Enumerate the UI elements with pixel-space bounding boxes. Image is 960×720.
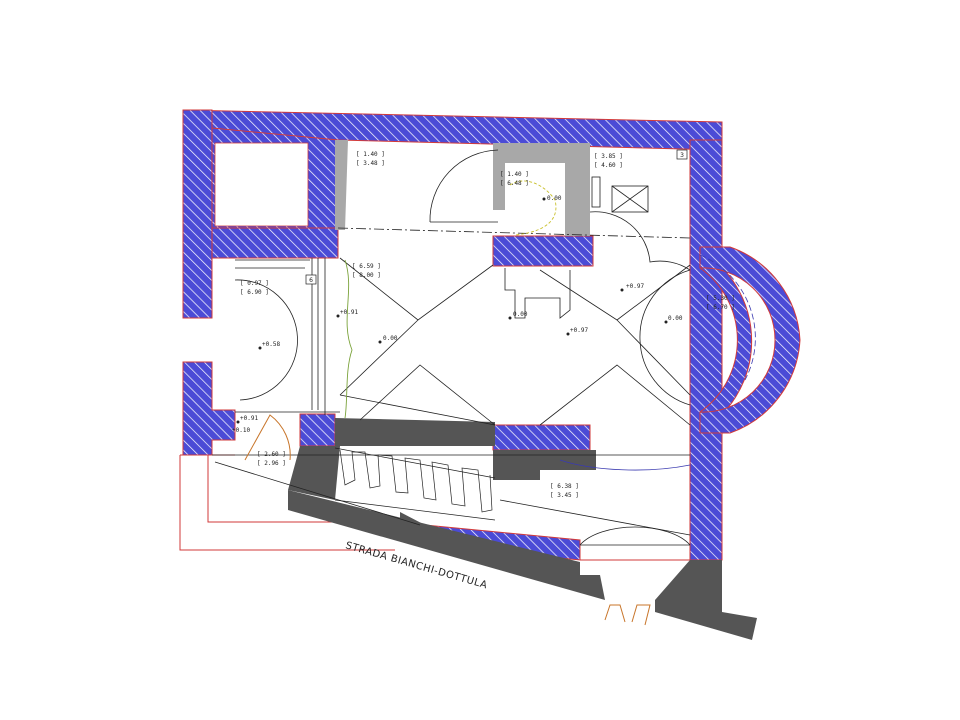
dim-label: [ 6.48 ] — [500, 180, 529, 187]
room-tag: 3 — [680, 152, 684, 159]
dimension-labels: [ 1.40 ] [ 3.48 ] [ 1.40 ] [ 6.48 ] [ 3.… — [240, 151, 735, 499]
level-marker: 0.00 — [542, 195, 562, 202]
level-marker: 0.00 — [664, 315, 683, 324]
svg-text:+0.91: +0.91 — [240, 415, 258, 422]
dim-label: [ 5.30 ] — [706, 295, 735, 302]
svg-text:+0.97: +0.97 — [626, 283, 644, 290]
dim-label: [ 6.38 ] — [550, 483, 579, 490]
interior-lines — [212, 149, 756, 546]
dim-label: [ 6.59 ] — [352, 263, 381, 270]
dim-label: [ 1.40 ] — [356, 151, 385, 158]
room-tags: 3 6 — [305, 149, 688, 285]
svg-text:+0.58: +0.58 — [262, 341, 280, 348]
level-marker: +0.91 — [336, 309, 358, 318]
dim-label: [ 2.96 ] — [257, 460, 286, 467]
dim-label: [ 3.45 ] — [550, 492, 579, 499]
level-marker: 0.00 — [508, 311, 528, 320]
svg-text:0.00: 0.00 — [668, 315, 683, 322]
level-marker: +0.10 — [232, 427, 250, 434]
level-marker: +0.58 — [258, 341, 280, 350]
solid-walls — [288, 418, 757, 640]
hatched-walls — [182, 109, 801, 561]
dim-label: [ 4.60 ] — [594, 162, 623, 169]
dim-label: [ 3.48 ] — [356, 160, 385, 167]
svg-text:0.00: 0.00 — [513, 311, 528, 318]
level-marker: 0.00 — [378, 335, 398, 344]
svg-text:+0.97: +0.97 — [570, 327, 588, 334]
door-arcs — [244, 414, 651, 626]
dim-label: [ 0.97 ] — [240, 280, 269, 287]
dim-label: [ 8.00 ] — [352, 272, 381, 279]
level-markers: 0.00 +0.97 0.00 +0.91 0.00 0.00 +0.97 +0… — [232, 195, 683, 434]
level-marker: +0.97 — [620, 283, 644, 292]
level-marker: +0.91 — [236, 415, 258, 424]
level-marker: +0.97 — [566, 327, 588, 336]
light-walls — [335, 140, 590, 236]
svg-text:+0.10: +0.10 — [232, 427, 250, 434]
curve-lines — [344, 180, 557, 419]
dim-label: [ 6.90 ] — [240, 289, 269, 296]
dim-label: [ 1.40 ] — [500, 171, 529, 178]
dim-label: [ 3.85 ] — [594, 153, 623, 160]
dim-label: [ 2.60 ] — [257, 451, 286, 458]
svg-text:0.00: 0.00 — [547, 195, 562, 202]
svg-text:+0.91: +0.91 — [340, 309, 358, 316]
svg-text:0.00: 0.00 — [383, 335, 398, 342]
room-tag: 6 — [309, 277, 313, 284]
dim-label: [ 6.70 ] — [706, 304, 735, 311]
